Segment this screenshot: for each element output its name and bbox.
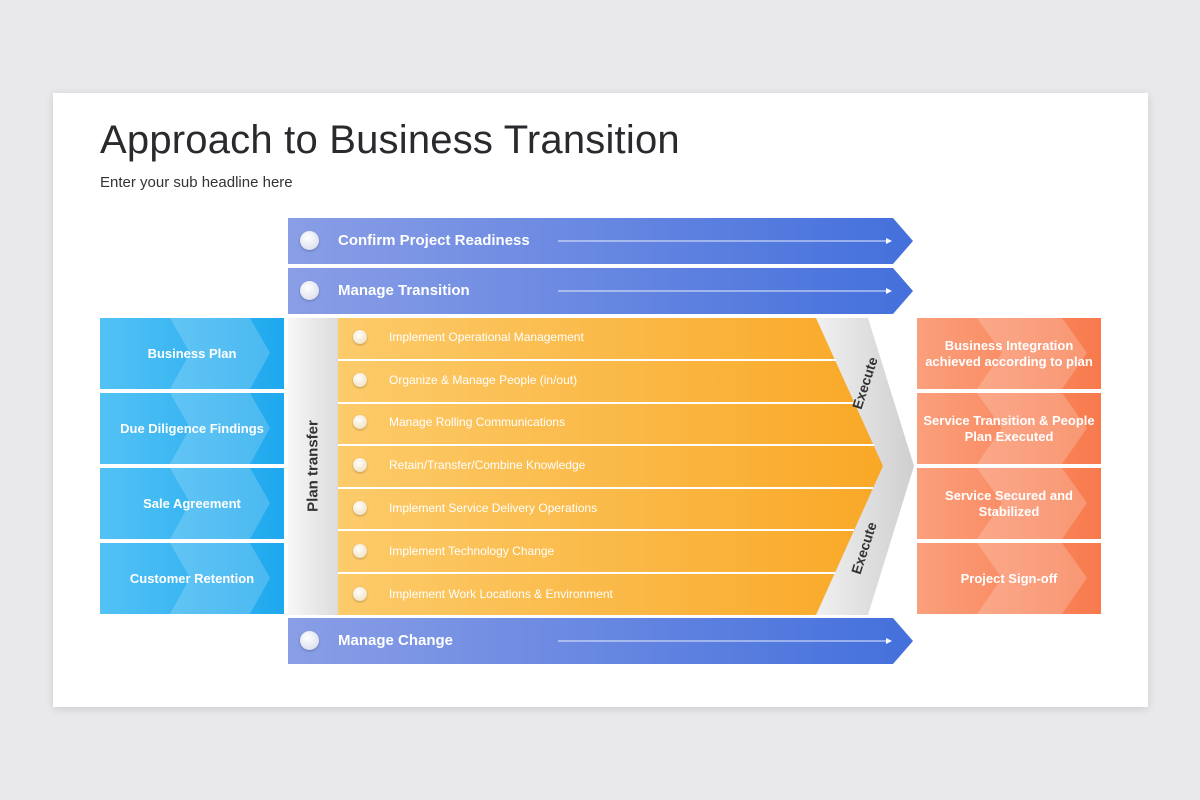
arrow-manage-change: Manage Change (288, 618, 913, 664)
right-box-label: Service Transition & People Plan Execute… (923, 412, 1095, 444)
center-activity-chevron (338, 318, 914, 615)
left-box-label: Customer Retention (129, 571, 255, 586)
right-box-project-signoff: Project Sign-off (917, 543, 1101, 614)
activity-label: Implement Service Delivery Operations (389, 501, 598, 515)
left-box-label: Sale Agreement (143, 496, 241, 511)
activity-label: Organize & Manage People (in/out) (389, 373, 578, 387)
chevron-decoration (170, 393, 270, 464)
left-box-customer-retention: Customer Retention (100, 543, 284, 614)
activity-label: Retain/Transfer/Combine Knowledge (389, 458, 586, 472)
arrow-manage-transition: Manage Transition (288, 268, 913, 314)
chevron-decoration (170, 543, 270, 614)
row-dividers (338, 359, 874, 574)
bullet-icon (353, 544, 367, 558)
chevron-decoration (977, 468, 1087, 539)
left-box-label: Due Diligence Findings (120, 421, 264, 436)
bullet-icon (353, 373, 367, 387)
activity-label: Manage Rolling Communications (389, 415, 566, 429)
bullet-icon (300, 281, 319, 300)
activity-body (338, 318, 883, 615)
left-box-sale-agreement: Sale Agreement (100, 468, 284, 539)
arrow-shape (288, 268, 913, 314)
right-box-service-secured: Service Secured and Stabilized (917, 468, 1101, 539)
bullet-icon (353, 587, 367, 601)
right-box-label: Project Sign-off (960, 570, 1058, 586)
bullet-icon (353, 415, 367, 429)
arrow-label: Confirm Project Readiness (338, 232, 530, 249)
arrow-label: Manage Transition (338, 282, 470, 299)
right-box-business-integration: Business Integration achieved according … (917, 318, 1101, 389)
chevron-decoration (977, 393, 1087, 464)
left-box-due-diligence: Due Diligence Findings (100, 393, 284, 464)
right-box-service-transition: Service Transition & People Plan Execute… (917, 393, 1101, 464)
right-box-label: Service Secured and Stabilized (945, 487, 1073, 519)
arrow-shape (288, 218, 913, 264)
left-box-label: Business Plan (147, 346, 237, 361)
arrow-confirm-project-readiness: Confirm Project Readiness (288, 218, 913, 264)
plan-transfer-label: Plan transfer (304, 420, 322, 512)
bullet-icon (353, 330, 367, 344)
chevron-decoration (170, 318, 270, 389)
bullet-icon (300, 231, 319, 250)
left-box-business-plan: Business Plan (100, 318, 284, 389)
chevron-decoration (977, 318, 1087, 389)
plan-transfer-column: Plan transfer (288, 318, 338, 615)
chevron-decoration (170, 468, 270, 539)
activity-label: Implement Operational Management (389, 330, 584, 344)
arrow-shape (288, 618, 913, 664)
bullet-icon (300, 631, 319, 650)
activity-label: Implement Technology Change (389, 544, 555, 558)
bullet-icon (353, 501, 367, 515)
chevron-decoration (977, 543, 1087, 614)
bullet-icon (353, 458, 367, 472)
activity-label: Implement Work Locations & Environment (389, 587, 613, 601)
page-subtitle: Enter your sub headline here (100, 174, 293, 191)
page-title: Approach to Business Transition (100, 118, 680, 162)
arrow-label: Manage Change (338, 632, 454, 649)
right-box-label: Business Integration achieved according … (925, 337, 1093, 369)
